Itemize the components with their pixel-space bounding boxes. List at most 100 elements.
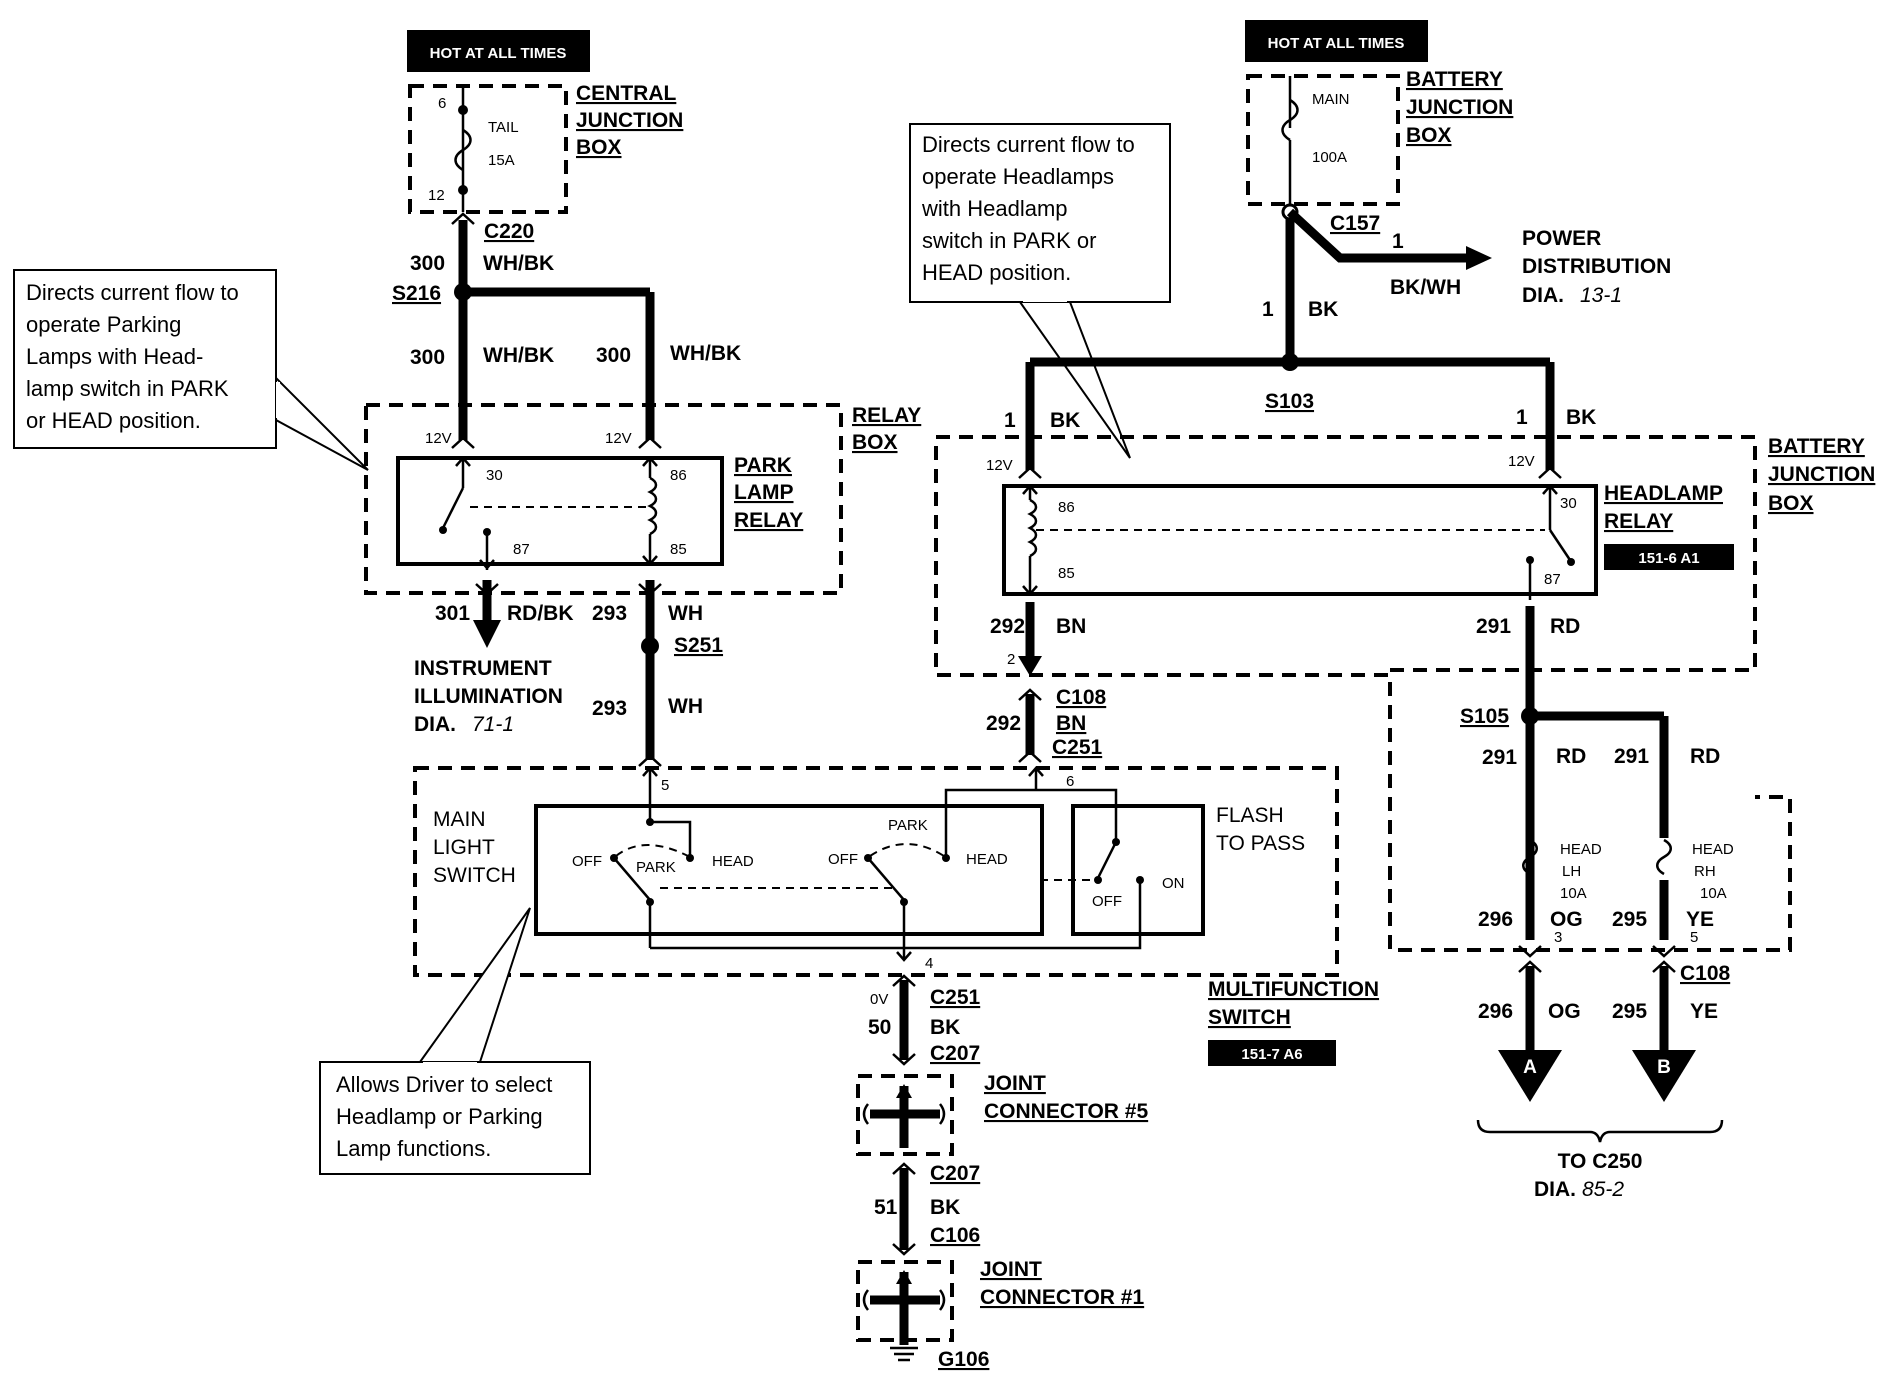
voltage-12v-b: 12V [605,430,632,447]
pin-12-label: 12 [428,187,445,204]
color-bk-50: BK [930,1016,960,1039]
note-select-line-3: Lamp functions. [336,1136,491,1161]
battery-junction-box-top: MAIN 100A BATTERY JUNCTION BOX [1246,68,1513,206]
fuse-head-rh-2: RH [1694,863,1716,880]
circuit-296-a: 296 [1478,908,1513,931]
circuit-50: 50 [868,1016,891,1039]
color-bkwh: BK/WH [1390,276,1461,299]
relay-pin-87: 87 [513,541,530,558]
circuit-291-b: 291 [1482,746,1517,769]
color-rd-a: RD [1550,615,1580,638]
color-whbk-a: WH/BK [483,344,554,367]
head-relay-pin-85: 85 [1058,565,1075,582]
circuit-300-b: 300 [596,344,631,367]
power-dist-dia-label: DIA. [1522,284,1564,307]
s251-label: S251 [674,634,723,657]
hot-at-all-times-left: HOT AT ALL TIMES [407,30,590,72]
circuit-291-c: 291 [1614,745,1649,768]
note-park-line-5: or HEAD position. [26,408,201,433]
color-ye-a: YE [1686,908,1714,931]
c251-label-b: C251 [930,986,981,1009]
battery-jb-right-3: BOX [1768,492,1814,515]
c251-label-a: C251 [1052,736,1103,759]
central-jb-title-2: JUNCTION [576,109,683,132]
note-select-line-1: Allows Driver to select [336,1072,552,1097]
note-head-line-3: with Headlamp [921,196,1068,221]
left-wiring: C220 300 WH/BK S216 300 WH/BK 300 WH/BK [392,212,741,449]
voltage-12v-a: 12V [425,430,452,447]
switch-off-3: OFF [1092,893,1122,910]
note-park-line-1: Directs current flow to [26,280,239,305]
circuit-292-a: 292 [990,615,1025,638]
note-park-line-2: operate Parking [26,312,181,337]
battery-jb-right-2: JUNCTION [1768,463,1875,486]
ground-path: 0V C251 50 BK C207 JOINT CONNECTOR #5 C2… [856,974,1148,1371]
flash-to-pass-1: FLASH [1216,804,1284,827]
circuit-296-b: 296 [1478,1000,1513,1023]
relay-box-title-1: RELAY [852,404,921,427]
switch-on: ON [1162,875,1185,892]
fuse-head-lh-2: LH [1562,863,1581,880]
note-park-line-3: Lamps with Head- [26,344,203,369]
fuse-15a-label: 15A [488,152,515,169]
main-light-switch-2: LIGHT [433,836,495,859]
multifunction-switch-2: SWITCH [1208,1006,1291,1029]
c108-label-b: C108 [1680,962,1731,985]
instrument-dia-number: 71-1 [472,713,514,736]
circuit-291-a: 291 [1476,615,1511,638]
hot-label-left: HOT AT ALL TIMES [430,45,567,62]
battery-junction-box-right: 12V 12V 86 85 30 87 HEADLAMP RELAY 151-6… [934,435,1875,952]
switch-pin-6: 6 [1066,773,1074,790]
central-jb-title-3: BOX [576,136,622,159]
multifunction-switch-1: MULTIFUNCTION [1208,978,1379,1001]
note-park-line-4: lamp switch in PARK [26,376,229,401]
to-c250-dia-label: DIA. [1534,1178,1576,1201]
connector-arrow-a: A [1523,1057,1537,1078]
color-bn-a: BN [1056,615,1086,638]
pin-6-label: 6 [438,95,446,112]
pin-3-label: 3 [1554,929,1562,946]
relay-pin-85: 85 [670,541,687,558]
circuit-1-down: 1 [1262,298,1274,321]
color-bk-51: BK [930,1196,960,1219]
headlamp-relay-1: HEADLAMP [1604,482,1723,505]
s103-label: S103 [1265,390,1314,413]
pin-5-label: 5 [1690,929,1698,946]
fuse-head-lh-1: HEAD [1560,841,1602,858]
power-distribution-1: POWER [1522,227,1601,250]
hot-label-right: HOT AT ALL TIMES [1268,35,1405,52]
note-select-line-2: Headlamp or Parking [336,1104,543,1129]
circuit-293-b: 293 [592,697,627,720]
head-relay-pin-86: 86 [1058,499,1075,516]
switch-pin-5: 5 [661,777,669,794]
joint-connector-5-2: CONNECTOR #5 [984,1100,1148,1123]
battery-jb-top-1: BATTERY [1406,68,1503,91]
circuit-51: 51 [874,1196,898,1219]
note-head-line-1: Directs current flow to [922,132,1135,157]
multifunction-switch: 5 6 4 MAIN LIGHT SWITCH OFF PARK HEAD OF… [413,766,1379,1066]
circuit-301: 301 [435,602,470,625]
color-bk-left: BK [1050,409,1080,432]
head-fuses: HEAD LH 10A HEAD RH 10A 296 OG 3 295 YE … [1476,841,1734,1201]
relay-outputs: 301 RD/BK 293 WH S251 293 WH INSTRUMENT … [414,580,723,767]
color-wh-a: WH [668,602,703,625]
voltage-0v: 0V [870,991,888,1008]
c157-label: C157 [1330,212,1380,235]
battery-jb-right-1: BATTERY [1768,435,1865,458]
relay-pin-30: 30 [486,467,503,484]
switch-head-1: HEAD [712,853,754,870]
joint-connector-5-1: JOINT [984,1072,1046,1095]
color-whbk-top: WH/BK [483,252,554,275]
c207-label-a: C207 [930,1042,980,1065]
color-bk-down: BK [1308,298,1338,321]
relay-pin-86: 86 [670,467,687,484]
color-rd-c: RD [1690,745,1720,768]
flash-to-pass-2: TO PASS [1216,832,1305,855]
g106-label: G106 [938,1348,989,1371]
color-bk-right: BK [1566,406,1596,429]
color-ye-b: YE [1690,1000,1718,1023]
color-wh-b: WH [668,695,703,718]
instrument-illumination-2: ILLUMINATION [414,685,563,708]
note-head-line-2: operate Headlamps [922,164,1114,189]
main-light-switch-1: MAIN [433,808,486,831]
